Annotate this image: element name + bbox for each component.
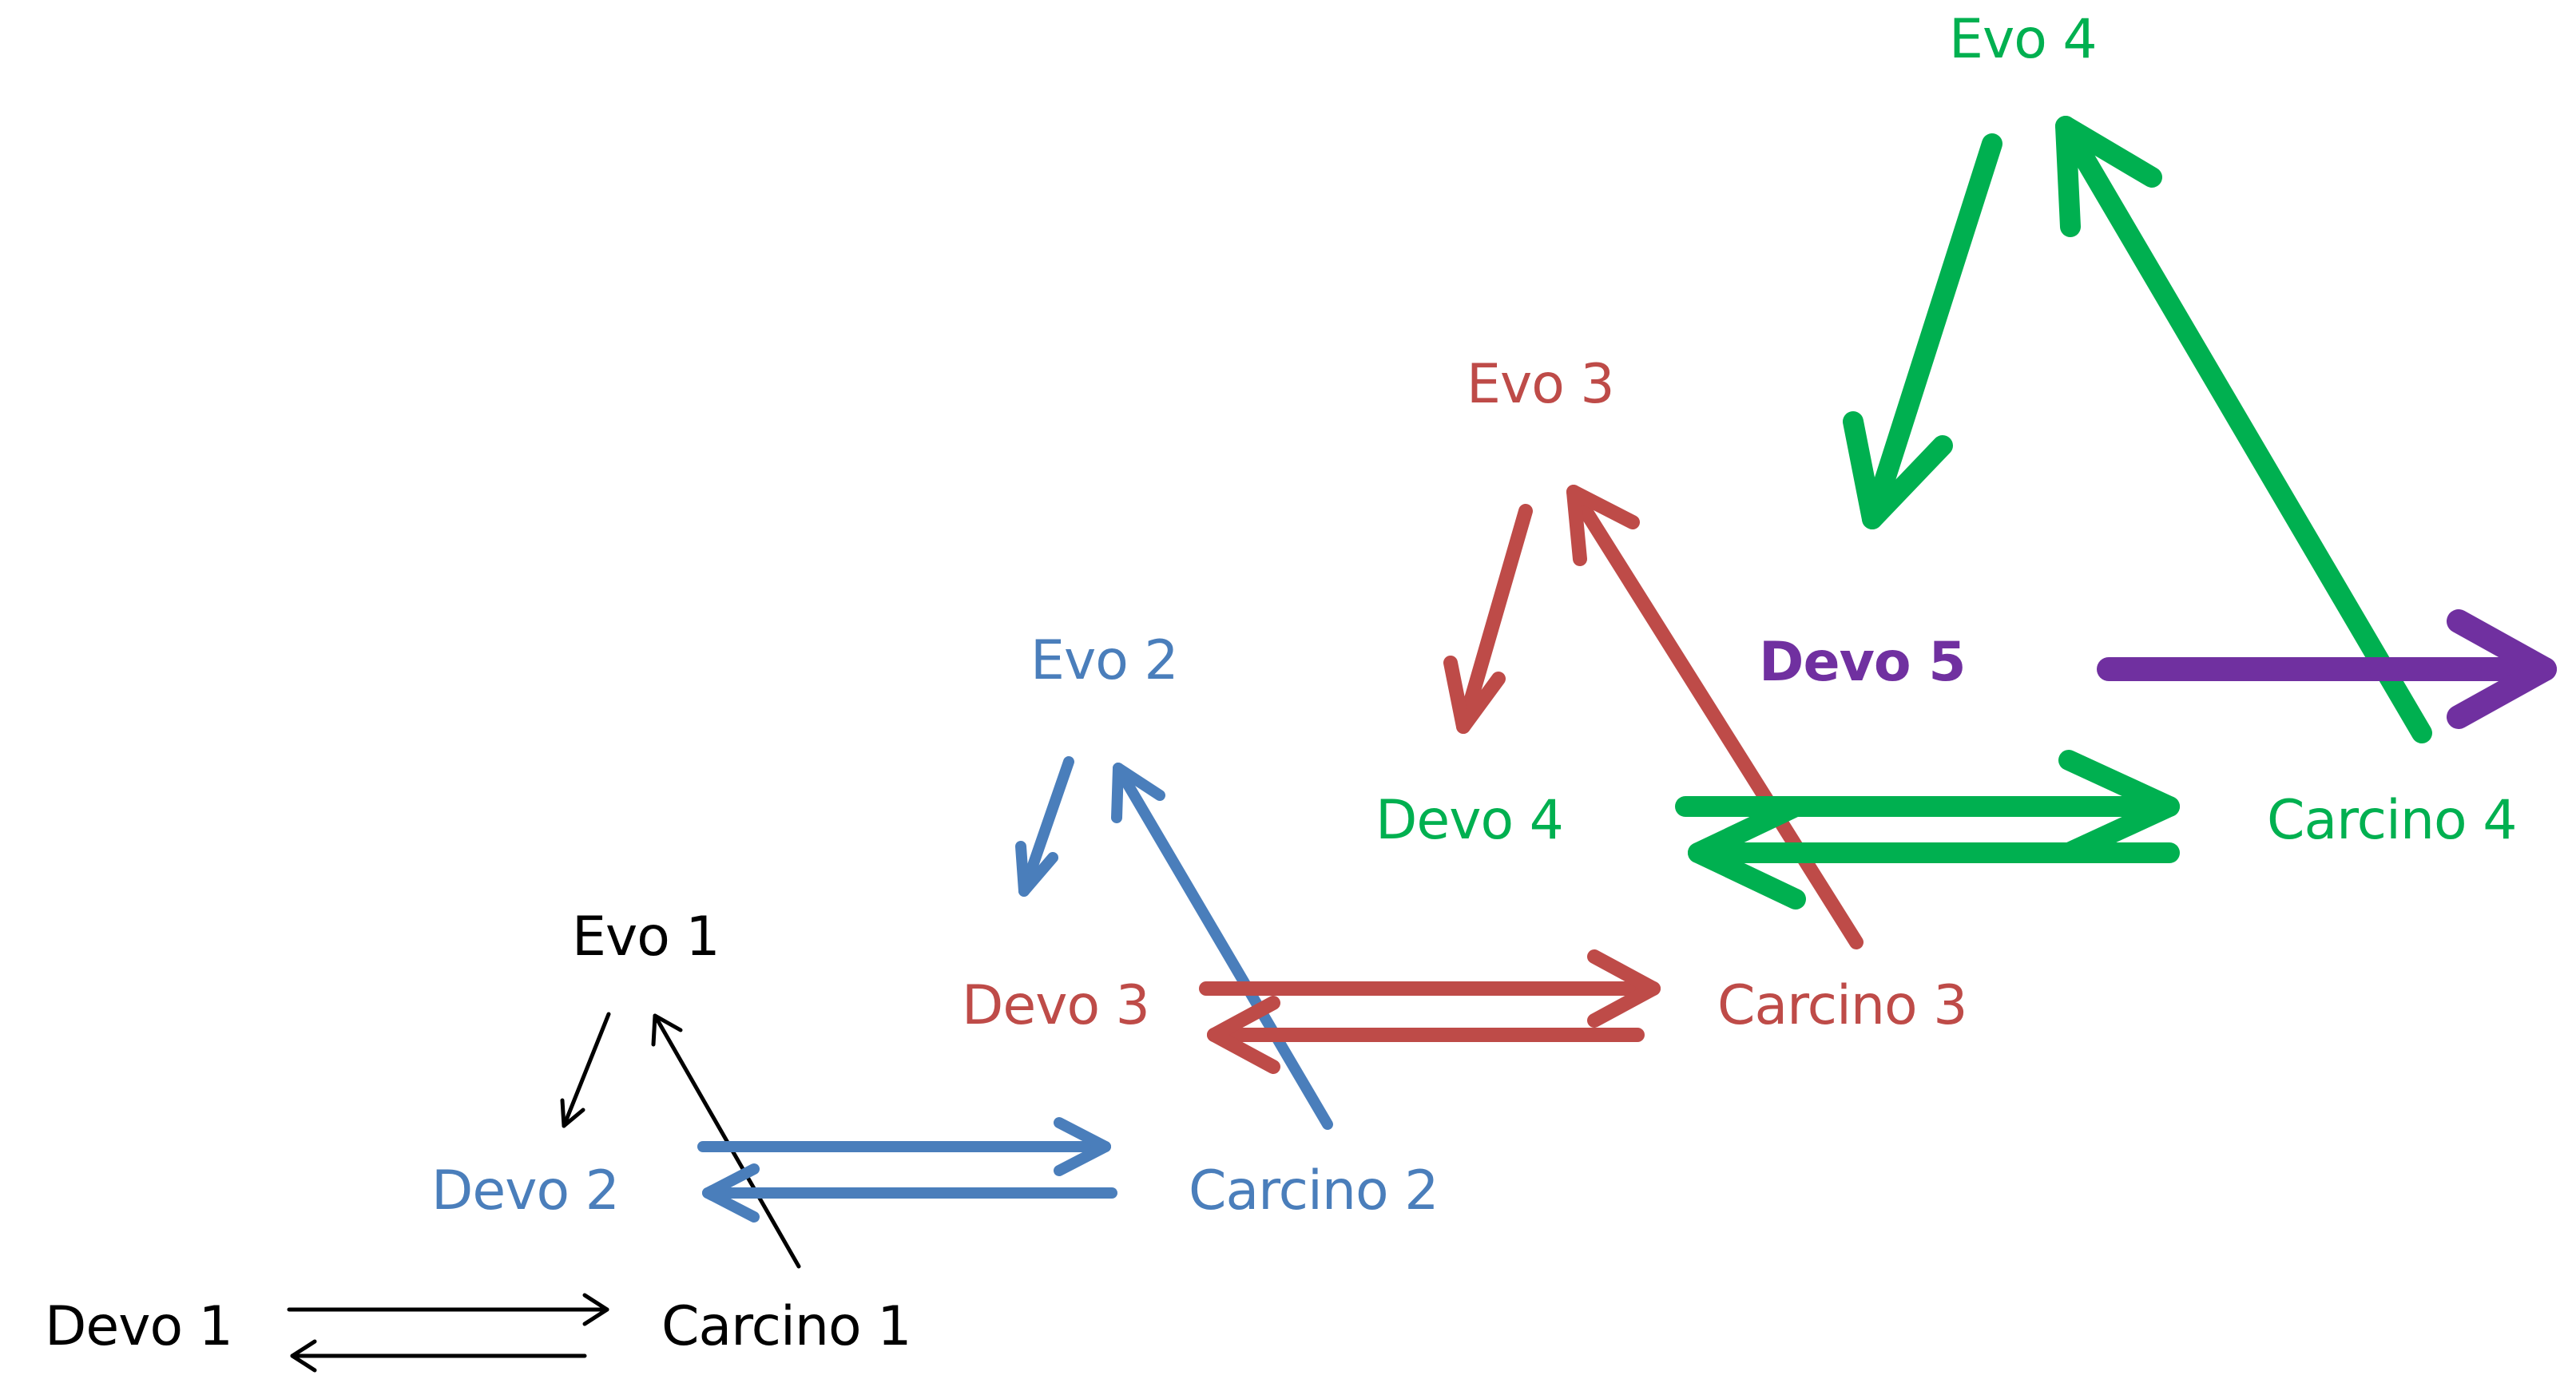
- arrow-carcino3-to-devo3: [1207, 996, 1645, 1074]
- label-carcino-3: Carcino 3: [1717, 974, 1967, 1037]
- label-evo-1: Evo 1: [572, 906, 720, 969]
- arrow-evo3-to-devo4: [1443, 504, 1533, 734]
- arrow-devo1-to-carcino1: [287, 1293, 609, 1326]
- label-devo-4: Devo 4: [1375, 789, 1564, 852]
- label-devo-2: Devo 2: [431, 1159, 620, 1223]
- label-carcino-4: Carcino 4: [2267, 789, 2517, 852]
- stage-4-arrows: [1675, 116, 2432, 910]
- arrow-carcino3-to-evo3: [1566, 485, 1864, 949]
- label-evo-3: Evo 3: [1467, 353, 1615, 416]
- arrow-carcino4-to-evo4: [2055, 116, 2432, 743]
- label-devo-1: Devo 1: [45, 1295, 233, 1358]
- arrow-carcino2-to-evo2: [1111, 763, 1333, 1130]
- arrow-carcino1-to-devo1: [290, 1339, 587, 1373]
- arrow-carcino4-to-devo4: [1688, 796, 2180, 910]
- stage-3-arrows: [1199, 485, 1864, 1074]
- stage-5-arrows: [2097, 609, 2557, 729]
- arrow-devo3-to-carcino3: [1199, 949, 1661, 1028]
- label-carcino-1: Carcino 1: [661, 1295, 911, 1358]
- label-devo-5: Devo 5: [1759, 631, 1967, 694]
- arrow-evo2-to-devo3: [1015, 756, 1074, 897]
- arrow-carcino2-to-devo2: [702, 1163, 1117, 1223]
- arrow-devo2-to-carcino2: [697, 1117, 1111, 1176]
- label-carcino-2: Carcino 2: [1189, 1159, 1439, 1223]
- label-evo-2: Evo 2: [1030, 629, 1179, 692]
- stage-2-arrows: [697, 756, 1333, 1223]
- label-devo-3: Devo 3: [962, 974, 1150, 1037]
- arrow-devo5-onward: [2097, 609, 2557, 729]
- arrow-evo4-to-devo5: [1843, 133, 2002, 529]
- label-evo-4: Evo 4: [1949, 8, 2098, 71]
- arrow-evo1-to-devo2: [560, 1012, 611, 1128]
- arrow-devo4-to-carcino4: [1675, 750, 2180, 863]
